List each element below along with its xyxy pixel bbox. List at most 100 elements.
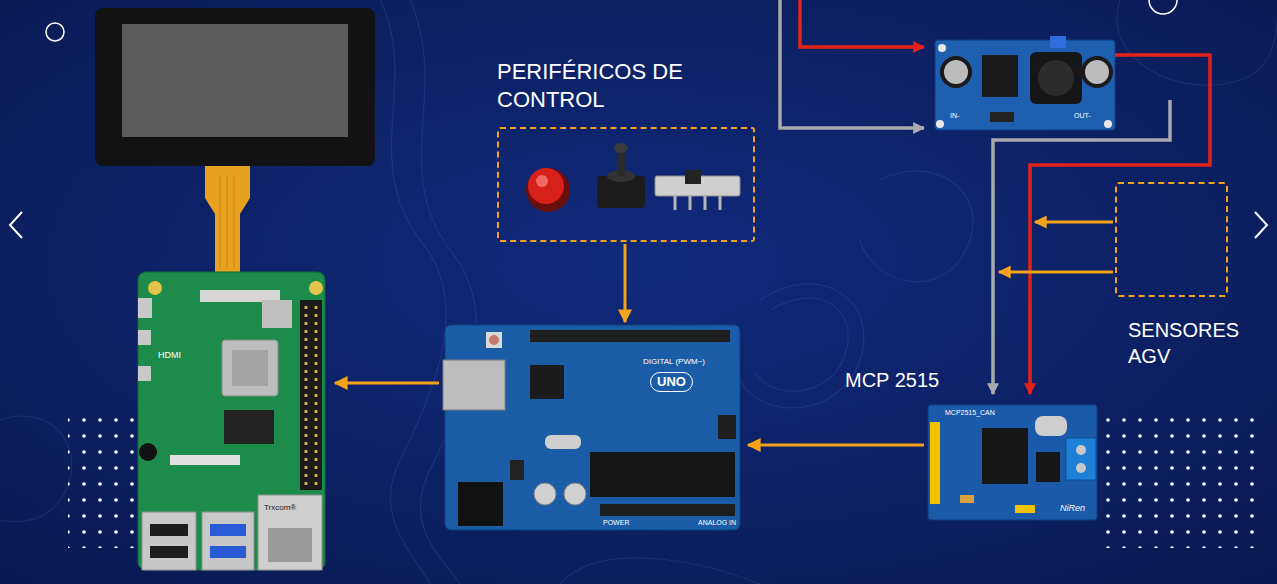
ethernet-socket xyxy=(268,528,312,562)
mcp2515-module xyxy=(928,405,1097,520)
crystal xyxy=(1035,416,1067,436)
dashed-group: PERIFÉRICOS DE CONTROL xyxy=(497,58,755,242)
screw xyxy=(1076,445,1086,455)
ram-chip xyxy=(224,410,274,444)
board-outline xyxy=(928,405,1097,520)
silkscreen-label: DIGITAL (PWM~) xyxy=(643,357,705,367)
can-controller-chip xyxy=(982,428,1028,484)
smd-part xyxy=(960,495,974,503)
group-heading: PERIFÉRICOS DE CONTROL xyxy=(497,58,707,114)
usb3-slot xyxy=(210,546,246,558)
raspberry-pi: HDMI xyxy=(138,272,325,570)
usb-chip xyxy=(530,365,564,399)
control-peripherals xyxy=(526,143,740,212)
dot-grid xyxy=(1106,406,1264,548)
pin-header xyxy=(930,422,940,504)
screw xyxy=(1076,463,1086,473)
arrow-connector xyxy=(748,444,924,447)
part-marking: Trxcom® xyxy=(264,503,296,513)
silkscreen-label: ANALOG IN xyxy=(698,518,736,527)
estop-button xyxy=(528,168,564,204)
touch-display xyxy=(95,8,375,272)
silkscreen-label: HDMI xyxy=(158,350,181,361)
screw-terminal xyxy=(1066,438,1096,480)
regulator xyxy=(510,460,524,480)
dot-grid xyxy=(68,406,136,548)
raspberry-pi-board xyxy=(138,272,325,570)
silkscreen-label: MCP2515_CAN xyxy=(945,408,995,417)
pcb xyxy=(935,40,1115,130)
usb-slot xyxy=(150,546,188,558)
usb-slot xyxy=(150,524,188,536)
wifi-shield xyxy=(262,300,292,328)
power-jack xyxy=(458,482,503,526)
mount-hole xyxy=(1104,120,1112,128)
buck-converter xyxy=(935,36,1115,130)
slide-switch-knob xyxy=(685,170,701,184)
regulator-ic xyxy=(982,55,1018,97)
audio-jack xyxy=(139,443,157,461)
transceiver-chip xyxy=(1036,452,1060,482)
jumper xyxy=(1015,505,1035,513)
display-bezel xyxy=(95,8,375,166)
icsp-header xyxy=(718,415,736,439)
capacitor-top xyxy=(1085,60,1109,84)
gpio-header xyxy=(300,300,322,490)
micro-hdmi-port xyxy=(138,330,151,345)
usb-port xyxy=(142,512,196,570)
board-outline xyxy=(138,272,325,570)
mount-hole xyxy=(148,281,162,295)
ribbon-stripes xyxy=(220,175,234,268)
display-screen xyxy=(122,24,348,137)
reset-cap xyxy=(489,335,499,345)
output-capacitor xyxy=(1081,56,1113,88)
micro-hdmi-port xyxy=(138,366,151,381)
inductor-core xyxy=(1038,60,1074,96)
deco-circle xyxy=(46,23,64,41)
ribbon-cable xyxy=(205,166,250,272)
reset-button xyxy=(486,332,502,348)
atmega-chip xyxy=(590,452,735,497)
crystal xyxy=(545,435,581,449)
digital-header xyxy=(530,330,730,342)
mount-hole xyxy=(938,44,946,52)
usb-port xyxy=(202,512,254,570)
nav-chevron xyxy=(10,212,22,238)
mount-hole xyxy=(309,281,323,295)
sensor-arrow xyxy=(999,271,1113,274)
board-logo: UNO xyxy=(650,372,693,392)
silkscreen-label: POWER xyxy=(603,518,629,527)
inductor xyxy=(1030,52,1082,104)
red-wire xyxy=(800,0,924,47)
pcb xyxy=(928,405,1097,520)
board-outline xyxy=(443,325,740,530)
sensor-arrow xyxy=(1035,221,1113,224)
soc-lid xyxy=(232,350,268,386)
usb-b-port xyxy=(443,360,505,410)
joystick-stick xyxy=(617,150,625,176)
joystick-knob xyxy=(614,143,628,153)
arduino-uno: UNO DIGITAL (PWM~) POWER ANALOG IN xyxy=(443,325,740,530)
red-wire xyxy=(1030,55,1210,394)
camera-connector xyxy=(170,455,240,465)
soc-chip xyxy=(222,340,278,396)
deco-circle xyxy=(1149,0,1177,14)
module-heading: MCP 2515 xyxy=(845,368,939,392)
gpio-pins xyxy=(306,306,316,486)
dashed-group: SENSORES AGV xyxy=(1115,182,1257,372)
potentiometer xyxy=(1050,36,1066,48)
capacitor-top xyxy=(944,60,968,84)
pcb xyxy=(445,325,740,530)
mount-hole xyxy=(936,120,944,128)
arrow-connector xyxy=(335,382,439,385)
silkscreen-label: NiRen xyxy=(1060,503,1085,514)
pcb xyxy=(138,272,325,570)
input-capacitor xyxy=(940,56,972,88)
connectors xyxy=(335,244,924,445)
